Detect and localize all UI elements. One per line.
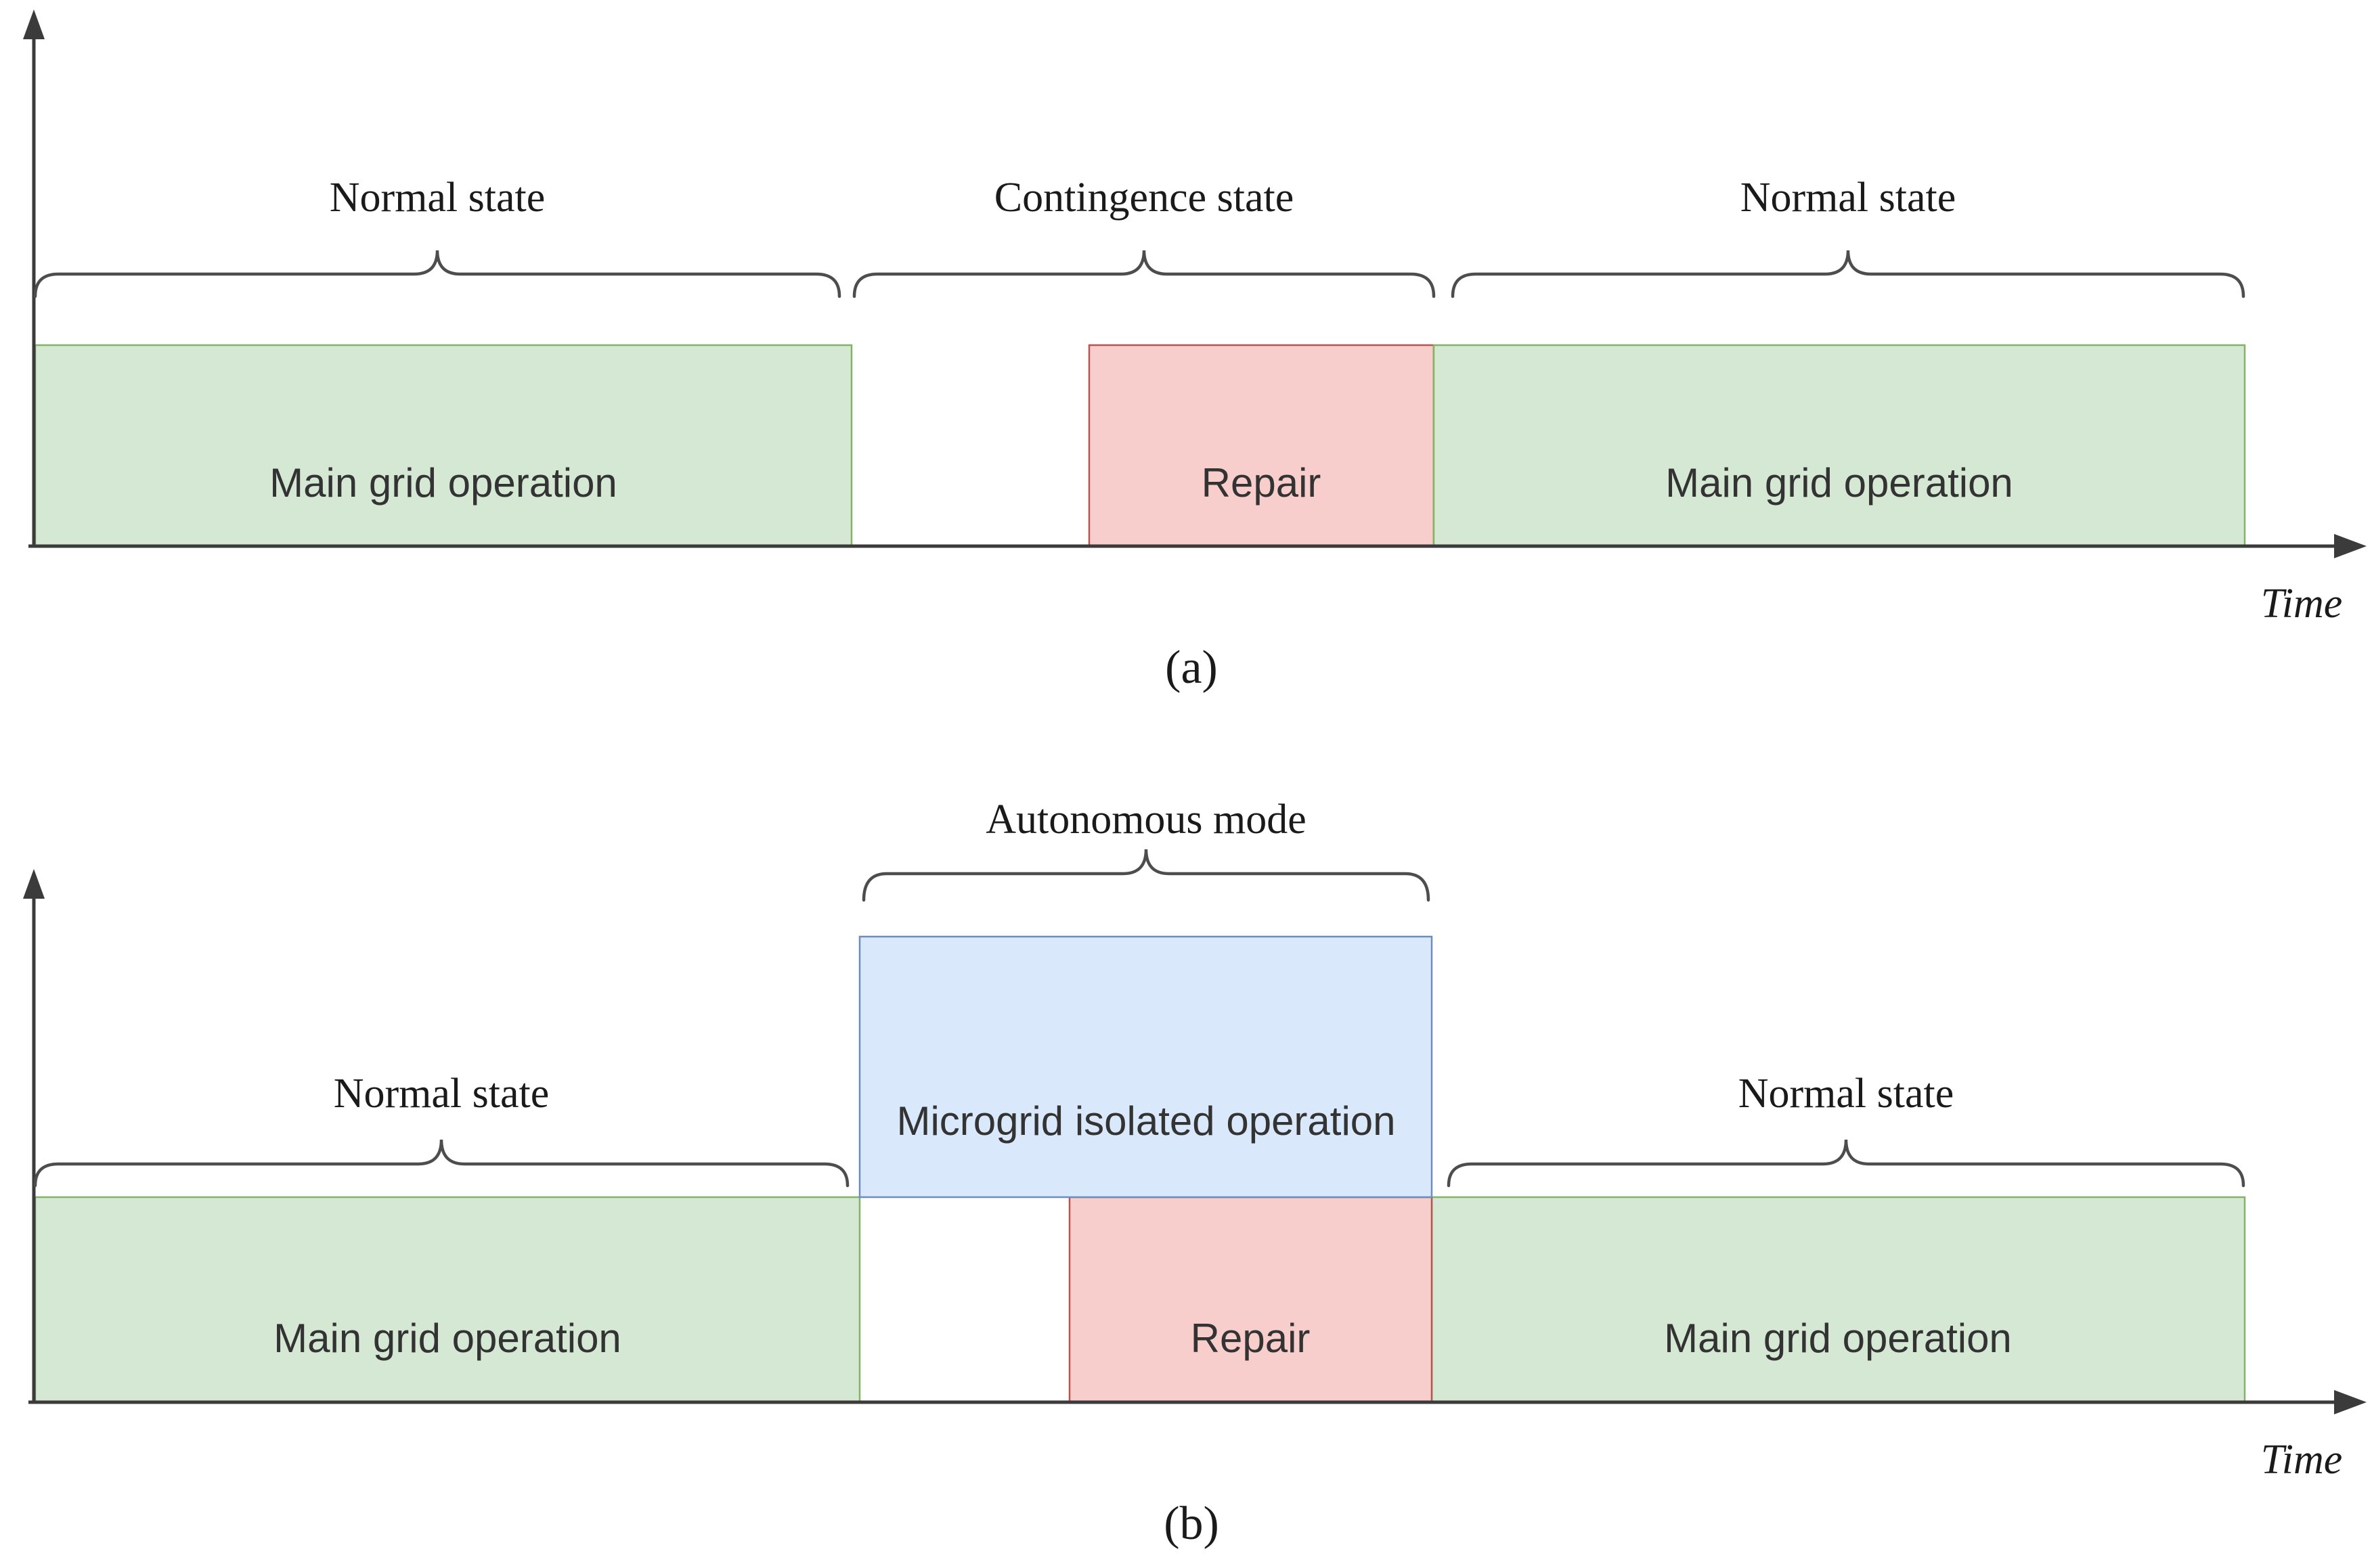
- main-grid-operation-label-right-a: Main grid operation: [1665, 460, 2013, 506]
- repair-label-b: Repair: [1191, 1316, 1311, 1361]
- time-axis-label-b: Time: [2261, 1437, 2343, 1483]
- main-grid-operation-label-left-a: Main grid operation: [269, 460, 617, 506]
- brace-normal-state-left-a: [33, 250, 841, 298]
- main-grid-operation-box-left-a: [34, 344, 853, 547]
- panel-a-caption: (a): [1165, 642, 1218, 694]
- y-axis-arrowhead-b: [23, 869, 45, 899]
- main-grid-operation-box-left-b: [34, 1196, 861, 1404]
- repair-box-a: [1088, 344, 1435, 547]
- main-grid-operation-box-right-b: [1430, 1196, 2246, 1404]
- normal-state-label-right-a: Normal state: [1740, 175, 1956, 221]
- brace-normal-state-right-b: [1447, 1139, 2245, 1188]
- repair-label-a: Repair: [1202, 460, 1321, 506]
- main-grid-operation-box-right-a: [1432, 344, 2246, 547]
- repair-box-b: [1068, 1196, 1433, 1404]
- brace-contingence-state-a: [852, 250, 1436, 298]
- brace-autonomous-mode-b: [862, 849, 1430, 902]
- panel-b: Autonomous mode Normal state Normal stat…: [23, 797, 2367, 1550]
- normal-state-label-right-b: Normal state: [1738, 1071, 1954, 1117]
- y-axis-arrowhead-a: [23, 9, 45, 39]
- panel-a: Normal state Contingence state Normal st…: [23, 9, 2367, 694]
- main-grid-operation-label-left-b: Main grid operation: [273, 1316, 621, 1361]
- x-axis-arrowhead-b: [2334, 1390, 2367, 1414]
- time-axis-label-a: Time: [2261, 581, 2343, 627]
- microgrid-isolated-operation-box-b: [858, 935, 1433, 1199]
- x-axis-arrowhead-a: [2334, 534, 2367, 558]
- brace-normal-state-right-a: [1451, 250, 2245, 298]
- normal-state-label-left-a: Normal state: [330, 175, 546, 221]
- main-grid-operation-label-right-b: Main grid operation: [1664, 1316, 2012, 1361]
- normal-state-label-left-b: Normal state: [334, 1071, 550, 1117]
- brace-normal-state-left-b: [33, 1139, 850, 1188]
- panel-b-caption: (b): [1164, 1498, 1219, 1550]
- contingence-state-label-a: Contingence state: [994, 175, 1294, 221]
- autonomous-mode-label-b: Autonomous mode: [986, 797, 1306, 843]
- microgrid-isolated-operation-label-b: Microgrid isolated operation: [896, 1098, 1395, 1144]
